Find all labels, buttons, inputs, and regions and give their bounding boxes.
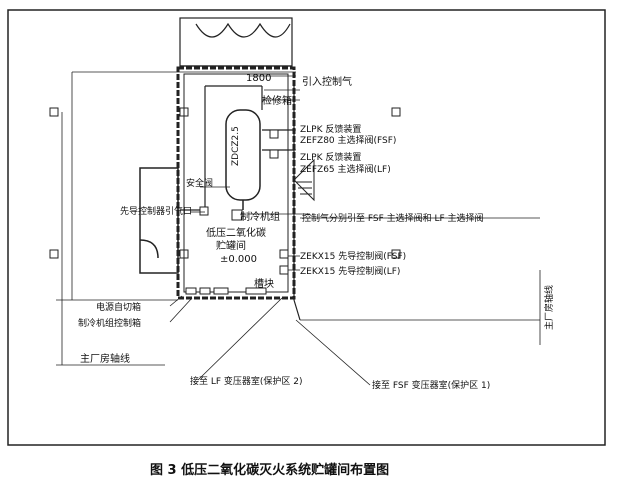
power-switch-label: 电源自切箱 <box>96 301 141 313</box>
equipment-marks <box>185 129 289 295</box>
tank-name-label-2: 贮罐间 <box>216 239 246 252</box>
maint-box-label: 检修箱 <box>262 94 292 107</box>
tank-model-label: ZDCZ2.5 <box>231 126 241 166</box>
main-axis-v-label: 主厂房轴线 <box>543 285 555 330</box>
pilot-lf-label: ZEKX15 先导控制阀(LF) <box>300 265 400 277</box>
drawing-border <box>7 9 606 446</box>
left-annex <box>139 167 179 274</box>
dim-top-label: 1800 <box>246 73 271 84</box>
ctrl-split-label: 控制气分别引至 FSF 主选择阀和 LF 主选择阀 <box>302 212 484 224</box>
zlpk-lf-label-2: ZEFZ65 主选择阀(LF) <box>300 163 391 175</box>
figure-caption: 图 3 低压二氧化碳灭火系统贮罐间布置图 <box>150 462 389 478</box>
columns <box>49 107 401 259</box>
stair <box>293 158 315 202</box>
chiller-label: 制冷机组 <box>240 210 280 223</box>
co2-tank <box>225 109 261 210</box>
pilot-fsf-label: ZEKX15 先导控制阀(FSF) <box>300 250 406 262</box>
chiller-ctrl-label: 制冷机组控制箱 <box>78 317 141 329</box>
roof-canopy <box>179 17 293 67</box>
to-fsf-label: 接至 FSF 变压器室(保护区 1) <box>372 379 490 391</box>
piping <box>180 80 301 321</box>
safety-valve-label: 安全阀 <box>186 177 213 189</box>
main-axis-h-label: 主厂房轴线 <box>80 352 130 365</box>
intro-gas-label: 引入控制气 <box>302 75 352 88</box>
pipe-trench-label: 槽块 <box>254 277 274 290</box>
elevation-label: ±0.000 <box>220 254 257 265</box>
zlpk-lf-label-1: ZLPK 反馈装置 <box>300 151 361 163</box>
tank-name-label-1: 低压二氧化碳 <box>206 226 266 239</box>
zlpk-fsf-label-1: ZLPK 反馈装置 <box>300 123 361 135</box>
zlpk-fsf-label-2: ZEFZ80 主选择阀(FSF) <box>300 134 396 146</box>
dimension-lines <box>56 71 541 366</box>
pilot-tube-label: 先导控制器引气口 <box>120 205 192 217</box>
leader-lines <box>169 89 540 386</box>
to-lf-label: 接至 LF 变压器室(保护区 2) <box>190 375 303 387</box>
